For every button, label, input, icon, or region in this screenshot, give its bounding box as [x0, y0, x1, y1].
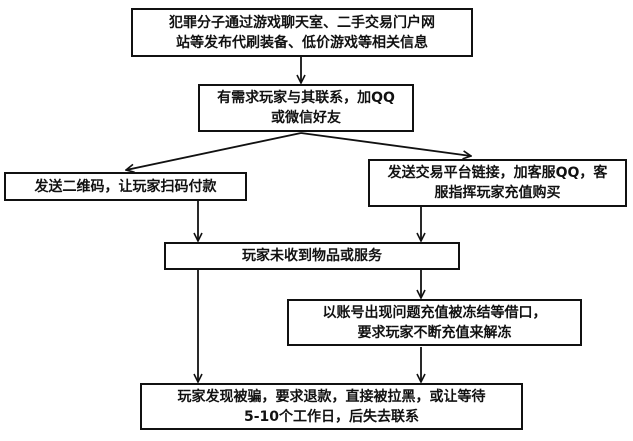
step3-left-line1: 发送二维码，让玩家扫码付款	[34, 178, 217, 195]
arrow-step2-to-left	[126, 132, 302, 170]
step2-line2: 或微信好友	[271, 110, 341, 126]
step3-right-box: 发送交易平台链接，加客服QQ，客 服指挥玩家充值购买	[368, 159, 627, 207]
step3-left-box: 发送二维码，让玩家扫码付款	[4, 172, 247, 201]
step5-box: 以账号出现问题充值被冻结等借口， 要求玩家不断充值来解冻	[287, 299, 582, 346]
step5-line1: 以账号出现问题充值被冻结等借口，	[322, 304, 547, 321]
step3-right-line2: 服指挥玩家充值购买	[434, 185, 561, 201]
step2-line1: 有需求玩家与其联系，加QQ	[217, 90, 395, 106]
step3-right-line1: 发送交易平台链接，加客服QQ，客	[387, 165, 608, 181]
arrow-step2-to-right	[300, 132, 471, 156]
step6-line1: 玩家发现被骗，要求退款，直接被拉黑，或让等待	[177, 388, 486, 405]
step1-line2: 站等发布代刷装备、低价游戏等相关信息	[176, 34, 428, 51]
step4-box: 玩家未收到物品或服务	[164, 242, 460, 270]
step2-box: 有需求玩家与其联系，加QQ 或微信好友	[198, 84, 414, 132]
step1-box: 犯罪分子通过游戏聊天室、二手交易门户网 站等发布代刷装备、低价游戏等相关信息	[131, 8, 473, 57]
step4-line1: 玩家未收到物品或服务	[242, 248, 382, 264]
step5-line2: 要求玩家不断充值来解冻	[357, 324, 512, 341]
step1-line1: 犯罪分子通过游戏聊天室、二手交易门户网	[169, 14, 435, 31]
step6-line2: 5-10个工作日，后失去联系	[243, 408, 420, 425]
step6-box: 玩家发现被骗，要求退款，直接被拉黑，或让等待 5-10个工作日，后失去联系	[140, 383, 523, 430]
